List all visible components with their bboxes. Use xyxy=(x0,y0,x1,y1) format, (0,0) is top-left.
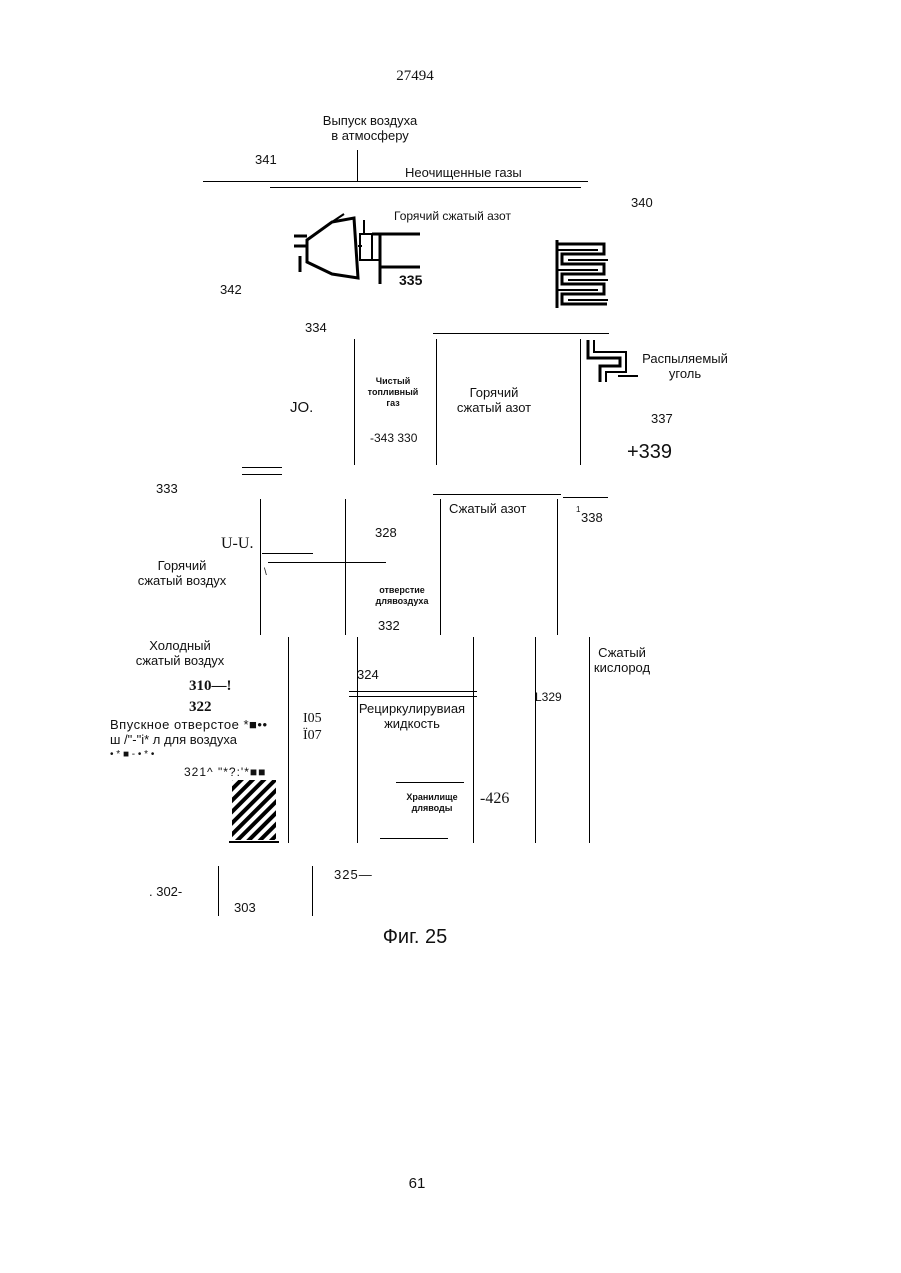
ref-322: 322 xyxy=(189,699,212,716)
separator-wall-1 xyxy=(288,637,289,843)
label-hot-nitrogen-mid: Горячий сжатый азот xyxy=(440,385,548,415)
label-clean-fuel-gas: Чистый топливный газ xyxy=(357,376,429,409)
label-compressed-nitrogen: Сжатый азот xyxy=(449,501,526,516)
ref-338-superscript: 1 xyxy=(576,505,580,514)
ref-i05: I05 xyxy=(303,711,322,727)
release-pipe xyxy=(357,150,358,182)
compressor-wall-right xyxy=(440,499,441,635)
figure-caption: Фиг. 25 xyxy=(360,926,470,948)
label-inlet-line-1: Впускное отверстое *■•• xyxy=(110,717,268,732)
ref-310: 310—! xyxy=(189,678,232,695)
ref-324: 324 xyxy=(357,667,379,682)
backslash-mark: \ xyxy=(264,565,267,580)
ref-334: 334 xyxy=(305,320,327,335)
hot-air-line xyxy=(268,562,386,563)
liquid-line-bottom xyxy=(349,696,477,697)
compressor-wall-far xyxy=(557,499,558,635)
separator-wall-3 xyxy=(473,637,474,843)
ref-340: 340 xyxy=(631,195,653,210)
ref-337: 337 xyxy=(651,411,673,426)
label-sprayed-coal: Распыляемый уголь xyxy=(630,351,740,381)
label-water-storage: Хранилище дляводы xyxy=(392,792,472,814)
heat-exchanger-coil-icon xyxy=(552,236,612,310)
ref-i07: Ï07 xyxy=(303,728,322,744)
label-jo: JO. xyxy=(290,399,313,416)
ref-302: . 302- xyxy=(149,884,182,899)
ref-332: 332 xyxy=(378,618,400,633)
label-inlet-line-2: ш /"-"i* л для воздуха xyxy=(110,732,237,747)
page-number: 61 xyxy=(390,1175,444,1192)
gasifier-wall-right xyxy=(580,339,581,465)
label-compressed-oxygen: Сжатый кислород xyxy=(578,645,666,675)
water-storage-top xyxy=(396,782,464,783)
label-recirculating-liquid: Рециркулирувиая жидкость xyxy=(354,701,470,731)
ref-325: 325— xyxy=(334,867,373,882)
ref-341: 341 xyxy=(255,152,277,167)
label-hot-compressed-air: Горячий сжатый воздух xyxy=(120,558,244,588)
base-wall-right xyxy=(312,866,313,916)
water-storage-bottom xyxy=(380,838,448,839)
ref-329: L329 xyxy=(535,690,562,705)
separator-wall-5 xyxy=(589,637,590,843)
raw-gas-line xyxy=(203,181,588,182)
ref-328: 328 xyxy=(375,525,397,540)
ref-426: -426 xyxy=(480,790,509,808)
base-wall-left xyxy=(218,866,219,916)
gasifier-wall-mid xyxy=(436,339,437,465)
uu-line xyxy=(262,553,313,554)
pipe-marker-bottom xyxy=(242,474,282,475)
compressor-wall-mid xyxy=(345,499,346,635)
compressor-wall-left xyxy=(260,499,261,635)
label-raw-gases: Неочищенные газы xyxy=(405,165,522,180)
ref-338: 338 xyxy=(581,510,603,525)
ref-342: 342 xyxy=(220,282,242,297)
ref-335: 335 xyxy=(399,273,422,288)
ref-333: 333 xyxy=(156,481,178,496)
patent-number: 27494 xyxy=(370,69,460,84)
raw-gas-line-lower xyxy=(270,187,581,188)
ref-303: 303 xyxy=(234,900,256,915)
ref-339: +339 xyxy=(627,441,672,463)
separator-wall-4 xyxy=(535,637,536,843)
label-air-release: Выпуск воздуха в атмосферу xyxy=(300,113,440,143)
line-338 xyxy=(563,497,608,498)
gasifier-wall-left xyxy=(354,339,355,465)
ref-343-330: -343 330 xyxy=(370,431,417,446)
hatched-filter-icon xyxy=(229,778,279,844)
pipe-marker-top xyxy=(242,467,282,468)
nitrogen-line xyxy=(433,494,561,495)
nitrogen-header-line xyxy=(433,333,609,334)
label-uu: U-U. xyxy=(221,535,253,553)
liquid-line-top xyxy=(349,691,477,692)
label-inlet-line-3: • * ■ - • * • xyxy=(110,747,154,762)
label-air-opening: отверстие длявоздуха xyxy=(362,585,442,607)
label-cold-compressed-air: Холодный сжатый воздух xyxy=(120,638,240,668)
